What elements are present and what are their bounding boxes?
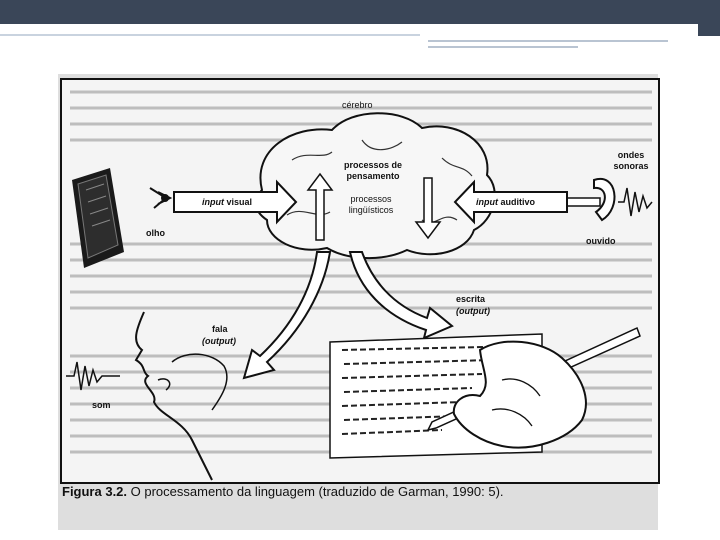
sound-wave-left (66, 362, 120, 390)
book-illustration (72, 168, 124, 268)
header-accent-line (0, 34, 420, 36)
header-accent-line (428, 40, 668, 42)
figure-drawing (62, 80, 658, 482)
label-ouvido: ouvido (586, 236, 616, 246)
caption-prefix: Figura 3.2. (62, 484, 127, 499)
header-accent-line (428, 46, 578, 48)
label-escrita-output: (output) (456, 306, 490, 316)
label-som: som (92, 400, 111, 410)
writing-output-arrow (350, 252, 452, 338)
label-ondes-sonoras: ondes sonoras (608, 150, 654, 172)
label-input-visual: input visual (202, 197, 252, 207)
label-fala-output: (output) (202, 336, 236, 346)
label-escrita: escrita (456, 294, 485, 304)
brain-outline (256, 113, 495, 258)
label-fala: fala (212, 324, 228, 334)
label-processos-pensamento: processos de pensamento (338, 160, 408, 182)
label-cerebro: cérebro (342, 100, 373, 110)
sound-wave-right (618, 188, 652, 216)
caption-text: O processamento da linguagem (traduzido … (127, 484, 504, 499)
slide-header-tab (698, 0, 720, 36)
label-olho: olho (146, 228, 165, 238)
slide-header-bar (0, 0, 698, 24)
eye-illustration (150, 188, 170, 208)
label-input-auditivo: input auditivo (476, 197, 535, 207)
figure-caption: Figura 3.2. O processamento da linguagem… (62, 484, 658, 499)
language-processing-figure: cérebro processos de pensamento processo… (60, 78, 660, 484)
label-processos-linguisticos: processos lingüísticos (334, 194, 408, 216)
speech-output-arrow (244, 252, 330, 378)
ear-illustration (566, 179, 614, 220)
